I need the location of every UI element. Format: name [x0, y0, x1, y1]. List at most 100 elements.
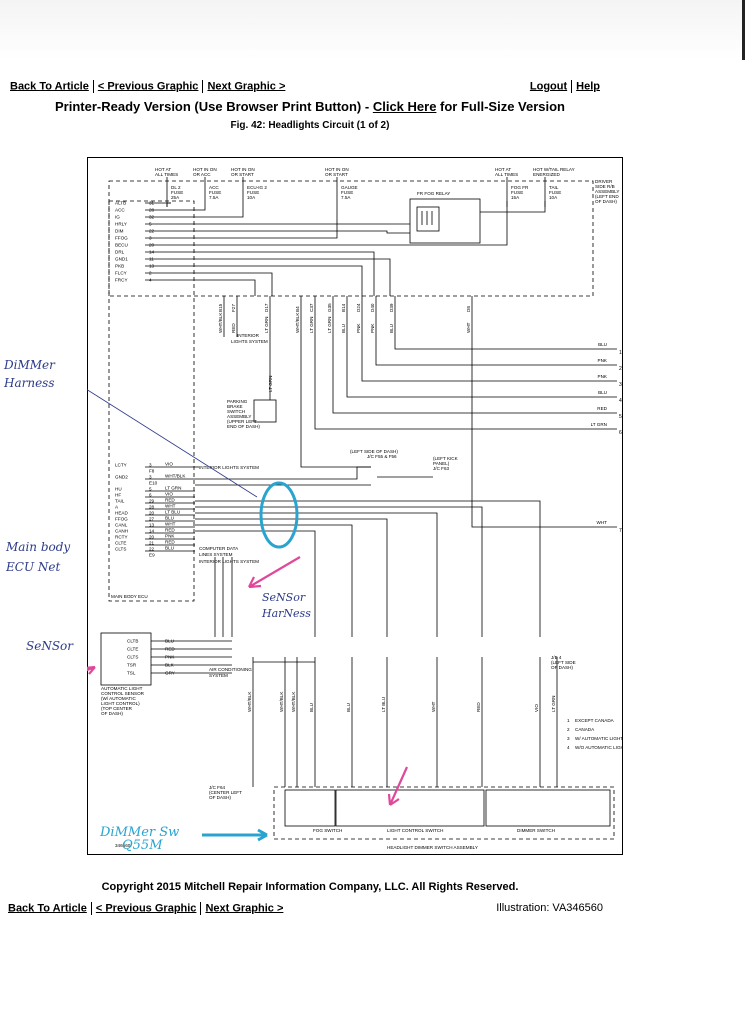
- top-nav: Back To Article < Previous Graphic Next Gr…: [10, 80, 600, 93]
- fuse-supply-label: ALL TIMES: [495, 172, 518, 177]
- previous-graphic-link[interactable]: < Previous Graphic: [97, 80, 199, 93]
- fuse-name: ECU-IG 2: [247, 185, 267, 190]
- help-link[interactable]: Help: [576, 80, 600, 93]
- wire-color-label: WHT/BLK: [165, 474, 186, 479]
- sensor-description: (TOP CENTER: [101, 706, 133, 711]
- wire-color-label: VIO: [165, 462, 173, 467]
- harness-wire: [195, 500, 541, 637]
- wire-color-label: LT GRN: [165, 486, 181, 491]
- output-wire: [375, 337, 617, 366]
- ecu-pin-name: DRL: [115, 250, 125, 255]
- legend-number: 4: [567, 745, 570, 750]
- wire: [171, 272, 273, 296]
- next-graphic-link[interactable]: Next Graphic >: [207, 80, 286, 93]
- wire-color-label: BLU: [598, 342, 607, 347]
- ecu-pin-number: 32: [149, 215, 155, 220]
- ecu-pin-number: 28: [149, 208, 155, 213]
- ecu-pin-name: CANL: [115, 523, 128, 528]
- fuse-supply-label: HOT AT: [495, 167, 511, 172]
- wire-color-label: WHT/BLK: [291, 691, 296, 712]
- fuse-name: GAUGE: [341, 185, 358, 190]
- wire-color-label: WHT/BLK: [218, 312, 223, 333]
- wire-color-label: LT GRN: [268, 376, 273, 392]
- illustration-id: Illustration: VA346560: [496, 902, 603, 914]
- ecu-pin-name: FRCY: [115, 278, 128, 283]
- wire-color-label: PNK: [356, 323, 361, 333]
- light-control-switch-label: LIGHT CONTROL SWITCH: [387, 828, 443, 833]
- wire-color-label: LT GRN: [264, 317, 269, 333]
- parking-brake-label: PARKING: [227, 399, 248, 404]
- logout-link[interactable]: Logout: [529, 80, 568, 93]
- sensor-description: LIGHT CONTROL): [101, 701, 140, 706]
- harness-wire: [195, 506, 483, 637]
- wire: [480, 207, 546, 213]
- annotation-line: Harness: [4, 376, 55, 390]
- jc-label: (LEFT SIDE OF DASH): [350, 449, 398, 454]
- back-to-article-link-bottom[interactable]: Back To Article: [8, 902, 87, 915]
- wire-color-label: WHT: [466, 322, 471, 333]
- interior-lights-system-label: INTERIOR LIGHTS SYSTEM: [199, 465, 259, 470]
- main-body-ecu-label: MAIN BODY ECU: [111, 594, 148, 599]
- legend-text: W/O AUTOMATIC LIGHT CONTROL: [575, 745, 623, 750]
- fuse-label: FUSE: [247, 190, 259, 195]
- ecu-pin-name: IG: [115, 215, 120, 220]
- dimmer-switch-label: DIMMER SWITCH: [517, 828, 555, 833]
- junction-block-label: OF DASH): [551, 665, 573, 670]
- click-here-link[interactable]: Click Here: [372, 99, 437, 114]
- ecu-pin-number: 20: [149, 243, 155, 248]
- wire-color-label: PNK: [165, 655, 175, 660]
- legend-text: W/ AUTOMATIC LIGHT CONTROL: [575, 736, 623, 741]
- wire: [171, 230, 410, 234]
- ecu-pin-name: DIM: [115, 229, 124, 234]
- ecu-pin-name: HRLY: [115, 222, 127, 227]
- connector-pin-label: D17: [264, 303, 269, 312]
- next-graphic-link-bottom[interactable]: Next Graphic >: [205, 902, 284, 915]
- fuse-name: ACC: [209, 185, 219, 190]
- wire-number: 7: [619, 528, 622, 534]
- ecu-pin-name: HEAD: [115, 511, 128, 516]
- highlight-circle: [259, 481, 299, 549]
- annotation-line: Q55M: [122, 838, 163, 853]
- diagram-id: 346560: [115, 843, 131, 848]
- jc-label: PANEL): [433, 461, 450, 466]
- ecu-pin-name: CLTE: [115, 541, 126, 546]
- ecu-pin-name: ALTB: [115, 201, 126, 206]
- sensor-arrow: [87, 665, 96, 675]
- annotation-sensor-harness: SeNSor HarNess: [262, 591, 311, 620]
- junction-block-label: J/B 4: [551, 655, 562, 660]
- ecu-pin-number: F8: [149, 469, 155, 474]
- fuse-rating: 10A: [247, 195, 256, 200]
- annotation-sensor: SeNSor: [26, 639, 74, 653]
- wire-color-label: LT GRN: [551, 696, 556, 712]
- ecu-pin-name: FFOG: [115, 236, 128, 241]
- interior-lights-system-label: INTERIOR LIGHTS SYSTEM: [199, 559, 259, 564]
- harness-wire: [195, 518, 388, 637]
- previous-graphic-link-bottom[interactable]: < Previous Graphic: [95, 902, 197, 915]
- wire-color-label: BLU: [165, 546, 174, 551]
- annotation-line: ECU Net: [6, 560, 61, 574]
- wire-color-label: VIO: [534, 704, 539, 712]
- jc-label: J/C F55 & F56: [367, 454, 397, 459]
- ecu-pin-name: BECU: [115, 243, 128, 248]
- wire: [171, 207, 244, 218]
- wire-color-label: LT GRN: [327, 317, 332, 333]
- fuse-supply-label: HOT IN ON: [231, 167, 255, 172]
- annotation-main-body: Main body ECU Net: [6, 541, 70, 574]
- connector-pin-label: B15: [218, 303, 223, 312]
- connector-pin-label: G35: [327, 303, 332, 312]
- ecu-pin-name: PKB: [115, 264, 124, 269]
- fuse-supply-label: HOT W/TAIL RELAY: [533, 167, 575, 172]
- output-wire: [332, 337, 617, 414]
- ecu-pin-name: GND1: [115, 257, 128, 262]
- wire-number: 2: [619, 366, 622, 372]
- jc-label: OF DASH): [209, 795, 231, 800]
- back-to-article-link[interactable]: Back To Article: [10, 80, 89, 93]
- output-wire: [471, 337, 617, 528]
- fuse-name: FOG FR: [511, 185, 529, 190]
- switch-arrow: [387, 766, 409, 806]
- air-conditioning-label: AIR CONDITIONING: [209, 667, 252, 672]
- fuse-supply-label: OR START: [325, 172, 348, 177]
- ecu-pin-number: 28: [149, 505, 155, 510]
- annotation-dimmer-harness: DiMMer Harness: [4, 359, 55, 390]
- fuse-label: FUSE: [549, 190, 561, 195]
